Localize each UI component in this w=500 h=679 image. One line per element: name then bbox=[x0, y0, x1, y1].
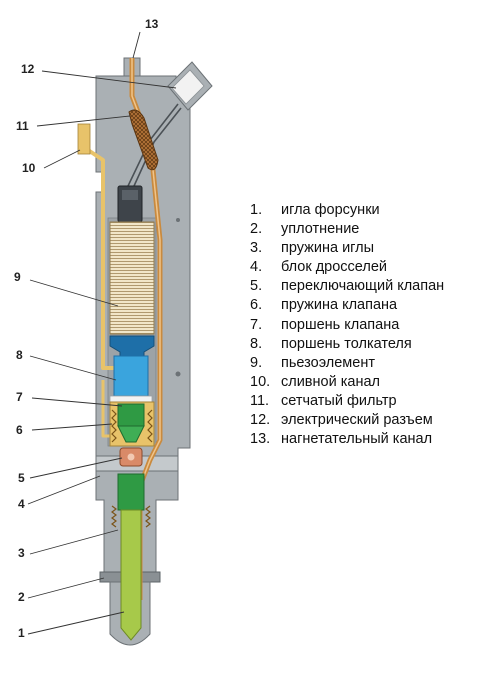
callout-12: 12 bbox=[21, 62, 35, 76]
callout-11: 11 bbox=[16, 119, 29, 133]
legend-number: 12. bbox=[250, 412, 271, 429]
piezo-element bbox=[109, 221, 155, 335]
legend-text: поршень толкателя bbox=[281, 335, 412, 352]
legend-number: 4. bbox=[250, 259, 263, 276]
legend-text: пружина клапана bbox=[281, 297, 398, 314]
callout-4: 4 bbox=[18, 497, 25, 511]
mesh-filter bbox=[128, 109, 159, 171]
valve-assembly bbox=[109, 401, 155, 447]
legend-item: 5. переключающий клапан bbox=[250, 277, 444, 296]
callout-13: 13 bbox=[145, 17, 159, 31]
legend: 1. игла форсунки 2. уплотнение 3. пружина и… bbox=[250, 201, 444, 449]
electrical-connector bbox=[127, 61, 213, 187]
legend-number: 5. bbox=[250, 278, 263, 295]
legend-text: пружина иглы bbox=[281, 240, 375, 257]
legend-item: 11. сетчатый фильтр bbox=[250, 392, 444, 411]
legend-number: 2. bbox=[250, 221, 263, 238]
piezo-cap bbox=[117, 185, 143, 223]
legend-item: 2. уплотнение bbox=[250, 220, 444, 239]
legend-number: 8. bbox=[250, 335, 263, 352]
legend-number: 3. bbox=[250, 240, 263, 257]
legend-number: 11. bbox=[250, 392, 270, 409]
legend-text: электрический разъем bbox=[281, 412, 433, 429]
legend-text: сетчатый фильтр bbox=[281, 392, 397, 409]
callout-labels: 13 12 11 10 9 8 7 6 5 4 3 2 1 bbox=[14, 17, 159, 640]
legend-text: сливной канал bbox=[281, 373, 380, 390]
legend-item: 3. пружина иглы bbox=[250, 239, 444, 258]
legend-text: игла форсунки bbox=[281, 202, 380, 218]
legend-number: 9. bbox=[250, 354, 263, 371]
callout-1: 1 bbox=[18, 626, 25, 640]
legend-text: поршень клапана bbox=[281, 316, 400, 333]
callout-6: 6 bbox=[16, 423, 23, 437]
legend-item: 8. поршень толкателя bbox=[250, 335, 444, 354]
callout-2: 2 bbox=[18, 590, 25, 604]
legend-text: нагнетательный канал bbox=[281, 431, 433, 448]
legend-number: 6. bbox=[250, 297, 263, 314]
legend-item: 7. поршень клапана bbox=[250, 316, 444, 335]
legend-item: 9. пьезоэлемент bbox=[250, 354, 444, 373]
legend-text: блок дросселей bbox=[281, 259, 388, 276]
callout-7: 7 bbox=[16, 390, 23, 404]
callout-3: 3 bbox=[18, 546, 25, 560]
legend-item: 6. пружина клапана bbox=[250, 296, 444, 315]
needle-assembly bbox=[111, 473, 151, 641]
switching-valve bbox=[119, 447, 143, 467]
legend-number: 10. bbox=[250, 373, 271, 390]
legend-text: уплотнение bbox=[281, 221, 360, 238]
legend-text: пьезоэлемент bbox=[281, 354, 375, 371]
legend-number: 1. bbox=[250, 202, 263, 218]
legend-item: 12. электрический разъем bbox=[250, 411, 444, 430]
callout-8: 8 bbox=[16, 348, 23, 362]
legend-number: 13. bbox=[250, 431, 271, 448]
callout-10: 10 bbox=[22, 161, 36, 175]
callout-5: 5 bbox=[18, 471, 25, 485]
leader-lines bbox=[27, 31, 177, 635]
pusher-piston bbox=[109, 335, 155, 405]
legend-item: 10. сливной канал bbox=[250, 373, 444, 392]
callout-9: 9 bbox=[14, 270, 21, 284]
legend-number: 7. bbox=[250, 316, 263, 333]
legend-item: 13. нагнетательный канал bbox=[250, 430, 444, 449]
legend-item: 1. игла форсунки bbox=[250, 201, 444, 220]
legend-item: 4. блок дросселей bbox=[250, 258, 444, 277]
legend-text: переключающий клапан bbox=[281, 278, 445, 295]
